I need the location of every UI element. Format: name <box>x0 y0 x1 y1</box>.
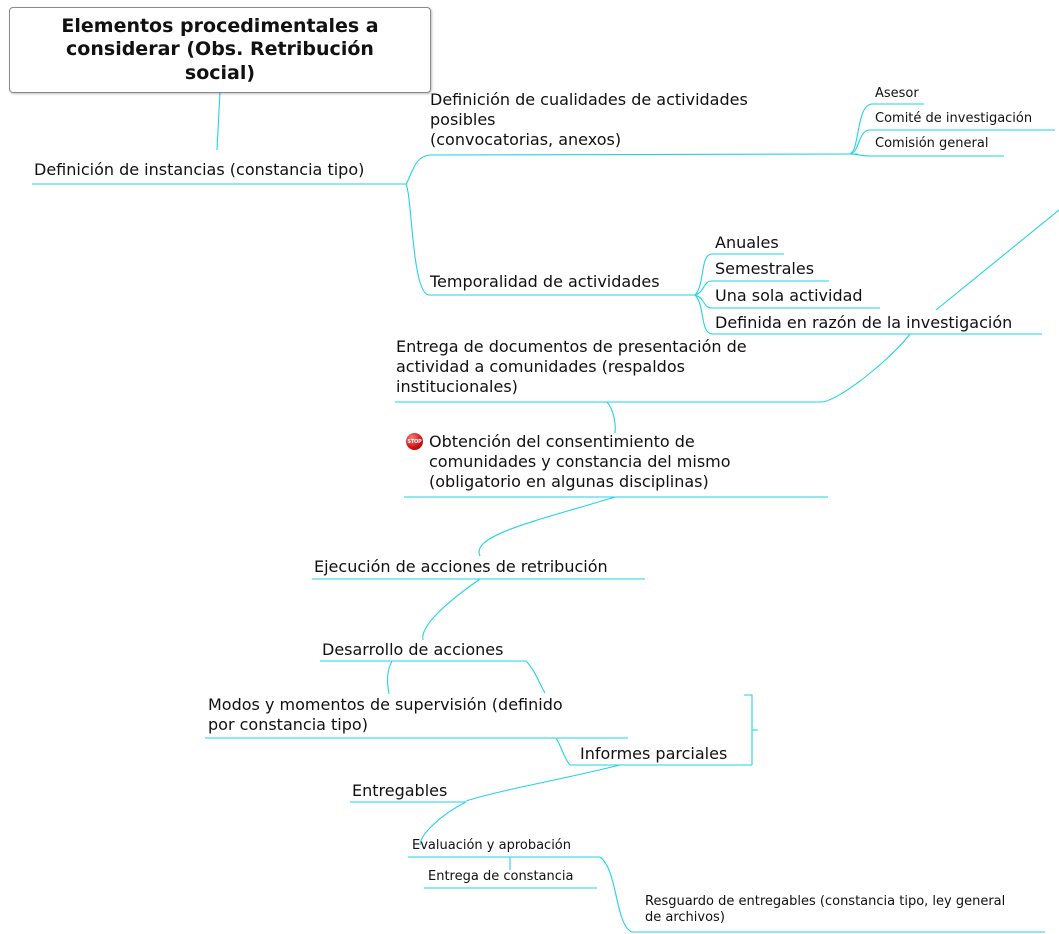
node-comite[interactable]: Comité de investigación <box>875 111 1033 126</box>
connector-desarrollo-informes <box>525 660 546 694</box>
node-modos[interactable]: Modos y momentos de supervisión (definid… <box>208 695 563 734</box>
connector-definida-entrega <box>821 333 911 403</box>
node-definicion-cualidades[interactable]: Definición de cualidades de actividades … <box>430 90 748 149</box>
connector-desarrollo-modos <box>386 660 393 695</box>
node-semestrales[interactable]: Semestrales <box>715 259 815 278</box>
node-comision[interactable]: Comisión general <box>875 136 989 151</box>
connector-root-instancias <box>216 91 221 151</box>
connector-temporalidad-definida <box>694 294 713 335</box>
connector-instancias-cualidades <box>405 154 431 185</box>
connector-temporalidad-anuales <box>694 253 713 296</box>
node-anuales[interactable]: Anuales <box>715 233 779 252</box>
stop-icon-label: STOP <box>407 438 422 445</box>
connector-entrega-up <box>935 209 1059 311</box>
node-informes[interactable]: Informes parciales <box>580 744 728 763</box>
connector-informes-entregables <box>465 764 621 802</box>
connector-cualidades-comision <box>849 153 871 157</box>
root-title: Elementos procedimentales a considerar (… <box>61 15 379 84</box>
underline-cualidades <box>429 153 859 156</box>
connector-temporalidad-una <box>694 294 713 309</box>
node-evaluacion[interactable]: Evaluación y aprobación <box>412 838 572 853</box>
connector-entrega-obtencion <box>606 401 616 434</box>
node-temporalidad[interactable]: Temporalidad de actividades <box>430 272 660 291</box>
node-definida[interactable]: Definida en razón de la investigación <box>715 313 1013 332</box>
node-asesor[interactable]: Asesor <box>875 86 919 101</box>
connector-instancias-temporalidad <box>405 183 429 296</box>
node-desarrollo[interactable]: Desarrollo de acciones <box>322 640 504 659</box>
connector-modos-informes <box>555 737 571 766</box>
node-una-sola[interactable]: Una sola actividad <box>715 286 863 305</box>
connector-cualidades-comite <box>849 129 871 155</box>
node-ejecucion[interactable]: Ejecución de acciones de retribución <box>314 557 608 576</box>
node-entregables[interactable]: Entregables <box>352 781 448 800</box>
node-entrega-constancia[interactable]: Entrega de constancia <box>428 869 574 884</box>
node-definicion-instancias[interactable]: Definición de instancias (constancia tip… <box>34 160 365 179</box>
connector-cualidades-asesor <box>849 103 873 155</box>
connector-ejecucion-desarrollo <box>422 578 481 641</box>
node-entrega-documentos[interactable]: Entrega de documentos de presentación de… <box>396 337 747 396</box>
connector-entregables-evaluacion <box>419 801 467 846</box>
connector-evaluacion-resguardo <box>599 856 633 933</box>
bracket-informes <box>744 694 758 766</box>
stop-icon: STOP <box>406 433 423 450</box>
connector-temporalidad-semestrales <box>694 280 713 296</box>
node-obtencion[interactable]: Obtención del consentimiento de comunida… <box>429 432 731 491</box>
root-node[interactable]: Elementos procedimentales a considerar (… <box>9 7 431 93</box>
node-resguardo[interactable]: Resguardo de entregables (constancia tip… <box>645 894 1006 926</box>
connector-obtencion-ejecucion <box>478 496 616 557</box>
